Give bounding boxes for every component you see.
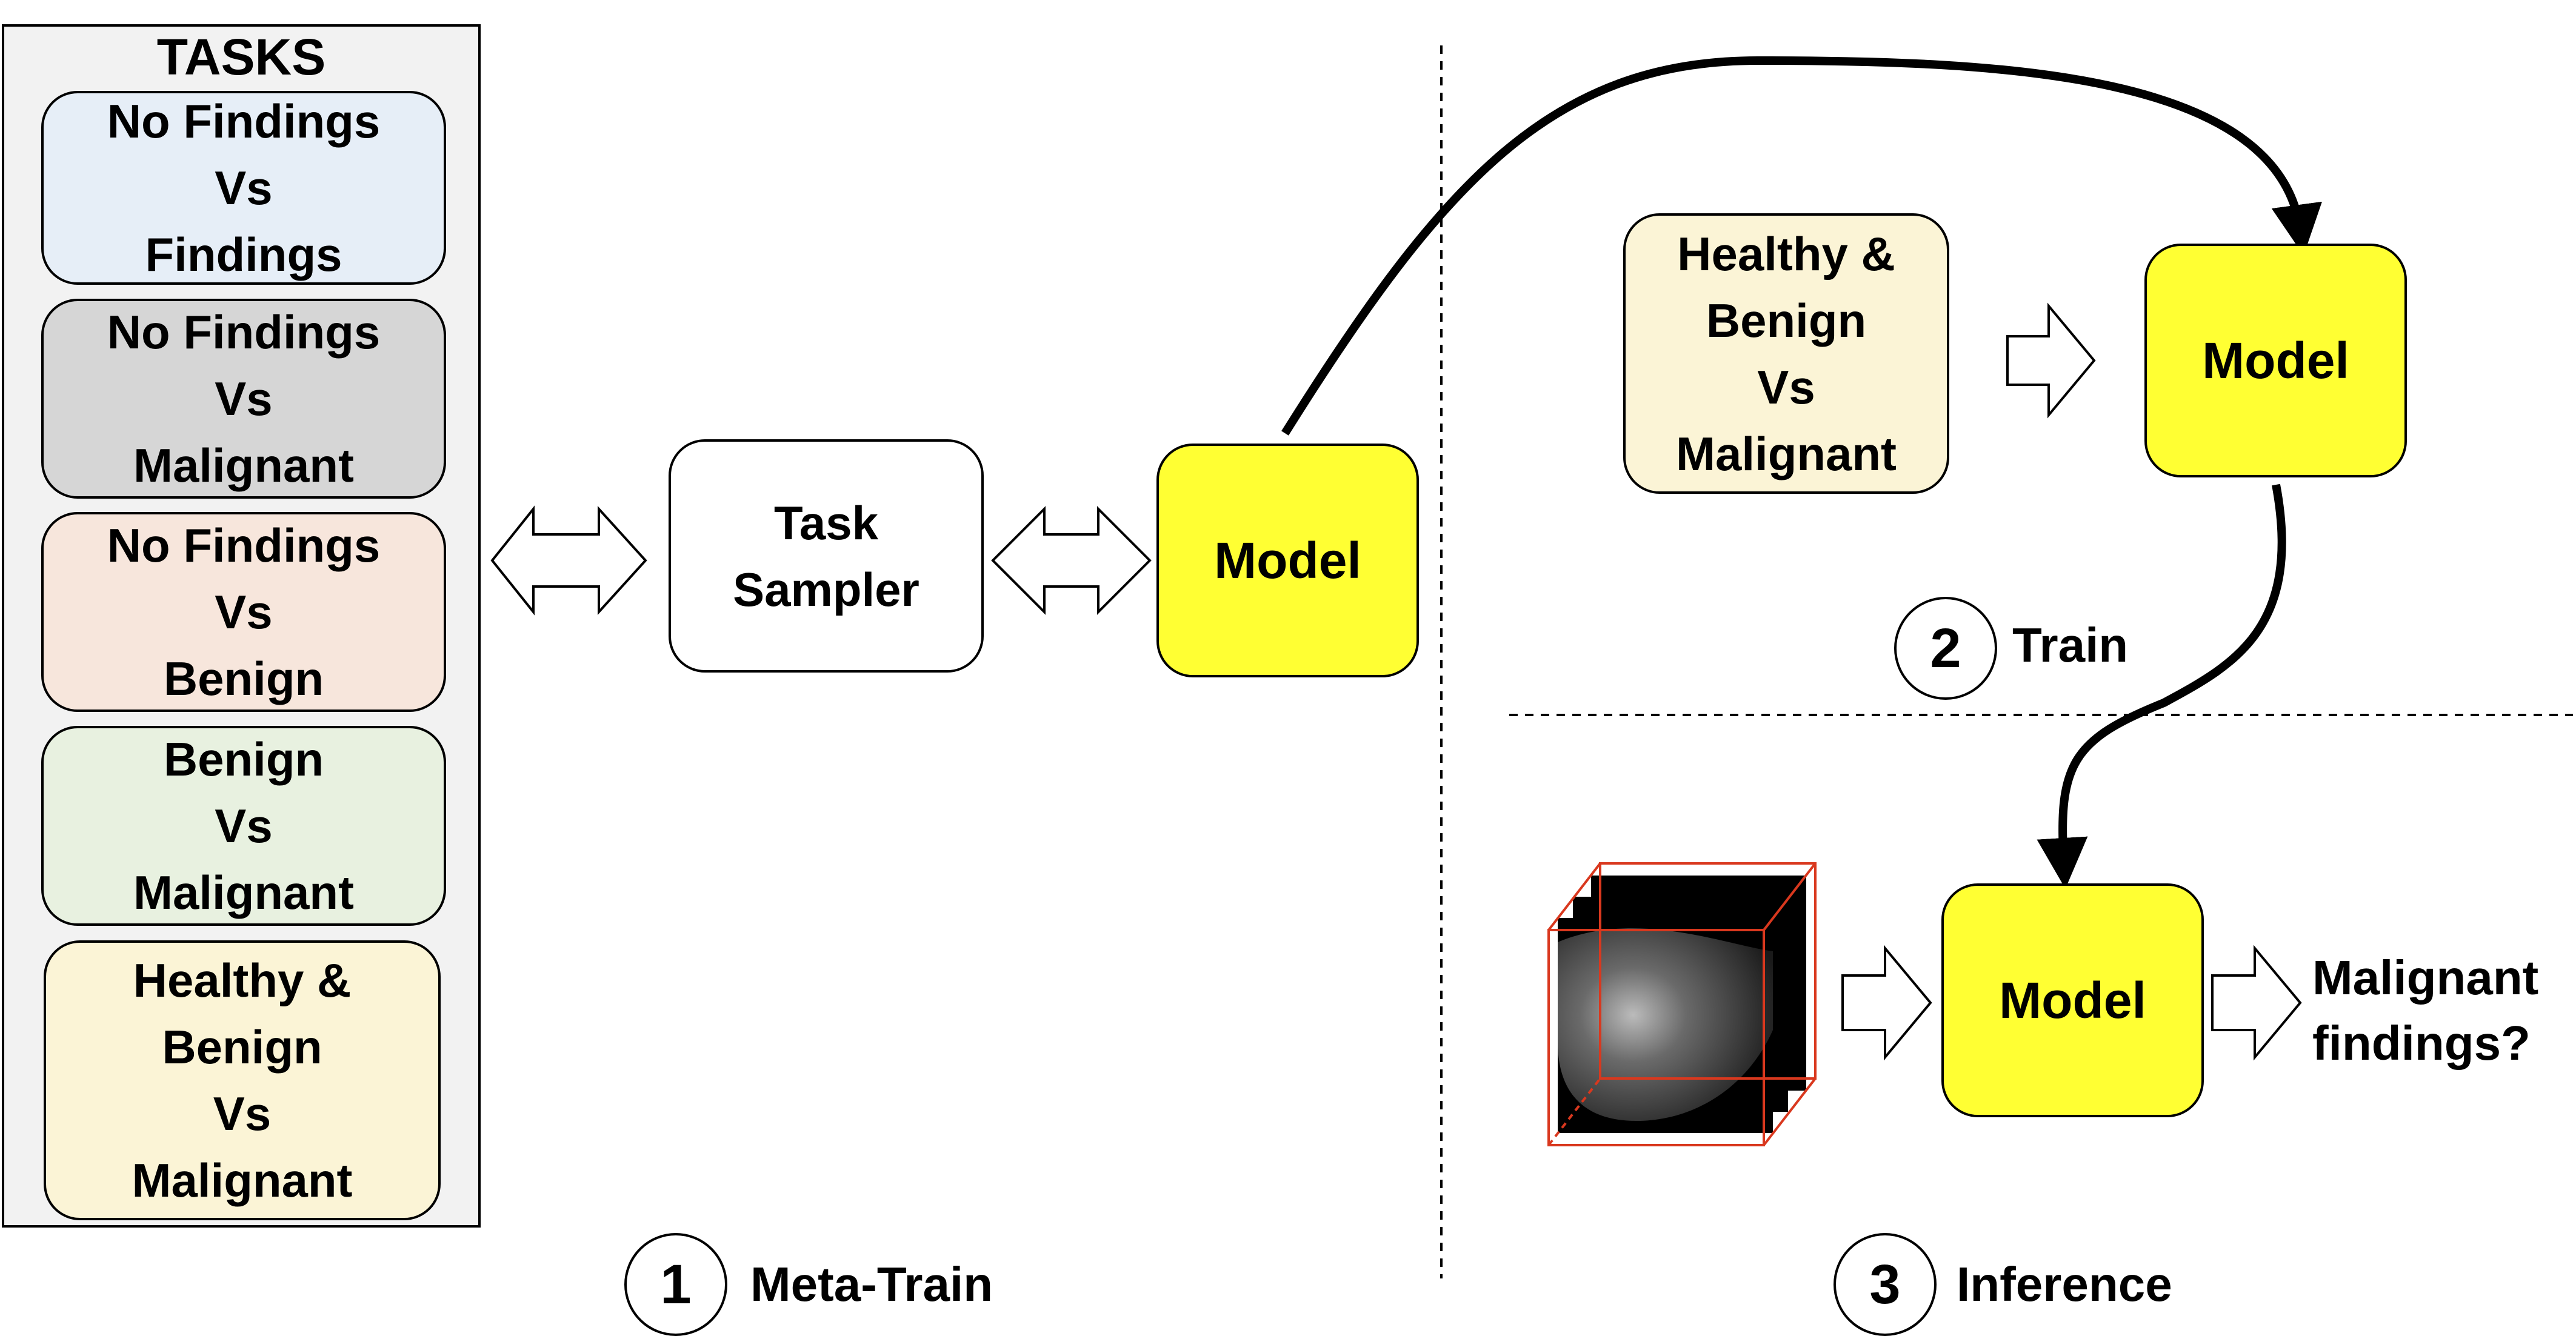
step-1-circle: 1 bbox=[624, 1233, 727, 1336]
task-box: No Findings Vs Benign bbox=[41, 512, 446, 712]
block-arrow-model-to-output bbox=[2211, 945, 2302, 1061]
tasks-title: TASKS bbox=[156, 28, 326, 85]
curve-arrow-train-model-to-inference-model bbox=[2037, 484, 2286, 889]
task-box: No Findings Vs Malignant bbox=[41, 299, 446, 499]
train-task-box: Healthy & Benign Vs Malignant bbox=[1623, 213, 1949, 494]
step-2-label: Train bbox=[2012, 618, 2129, 672]
block-arrow-train-to-model bbox=[2006, 302, 2096, 419]
double-arrow-tasks-sampler bbox=[490, 505, 647, 616]
double-arrow-sampler-model bbox=[991, 506, 1152, 615]
task-box: Healthy & Benign Vs Malignant bbox=[44, 940, 441, 1220]
task-box: Benign Vs Malignant bbox=[41, 726, 446, 926]
task-sampler-box: Task Sampler bbox=[669, 439, 984, 673]
block-arrow-volume-to-model bbox=[1841, 945, 1932, 1061]
mri-volume-image bbox=[1547, 862, 1817, 1146]
train-model-box: Model bbox=[2144, 244, 2407, 477]
meta-model-box: Model bbox=[1156, 444, 1419, 677]
inference-model-box: Model bbox=[1941, 883, 2204, 1117]
output-label: Malignant findings? bbox=[2312, 951, 2539, 1070]
step-3-label: Inference bbox=[1957, 1257, 2172, 1311]
curve-arrow-metamodel-to-train-model bbox=[1281, 56, 2322, 436]
step-2-circle: 2 bbox=[1894, 597, 1997, 700]
step-3-circle: 3 bbox=[1834, 1233, 1937, 1336]
task-box: No Findings Vs Findings bbox=[41, 91, 446, 285]
step-1-label: Meta-Train bbox=[750, 1257, 993, 1311]
